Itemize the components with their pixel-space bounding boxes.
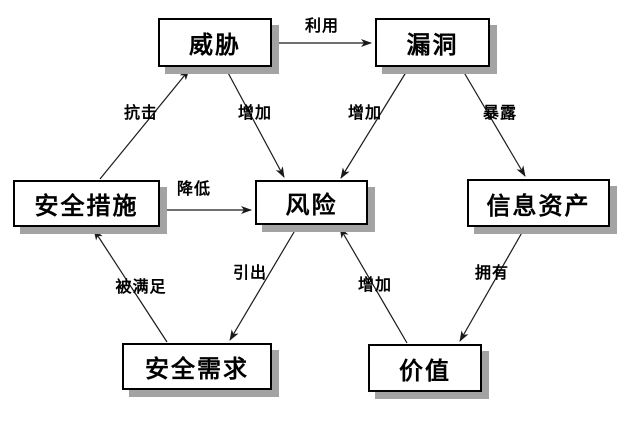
edge-value-to-risk <box>339 227 408 344</box>
edge-label-resist: 抗击 <box>123 103 159 122</box>
node-security-requirements: 安全需求 <box>122 343 272 390</box>
edge-security-measures-to-threat <box>99 69 190 180</box>
node-vulnerability: 漏洞 <box>375 18 490 67</box>
edge-security-requirements-to-security-measures <box>93 229 168 343</box>
edge-label-own: 拥有 <box>474 263 510 282</box>
node-value: 价值 <box>368 344 482 392</box>
edge-risk-to-security-requirements <box>229 226 298 341</box>
node-security-measures: 安全措施 <box>13 180 160 227</box>
edge-label-exploit: 利用 <box>304 16 340 35</box>
edge-label-reduce: 降低 <box>176 179 212 198</box>
edge-label-increase-value-risk: 增加 <box>357 275 393 294</box>
edge-label-lead-to: 引出 <box>232 263 268 282</box>
node-threat: 威胁 <box>158 18 272 67</box>
node-risk: 风险 <box>255 180 368 225</box>
edge-threat-to-risk <box>225 68 285 178</box>
edge-label-increase-threat-risk: 增加 <box>237 103 273 122</box>
edge-vulnerability-to-risk <box>340 68 409 179</box>
edge-information-assets-to-value <box>459 228 525 342</box>
edge-label-increase-vulnerability-risk: 增加 <box>347 103 383 122</box>
edge-label-be-satisfied: 被满足 <box>115 277 167 296</box>
edge-label-expose: 暴露 <box>482 103 518 122</box>
edge-vulnerability-to-information-assets <box>461 68 526 177</box>
node-information-assets: 信息资产 <box>467 179 610 227</box>
